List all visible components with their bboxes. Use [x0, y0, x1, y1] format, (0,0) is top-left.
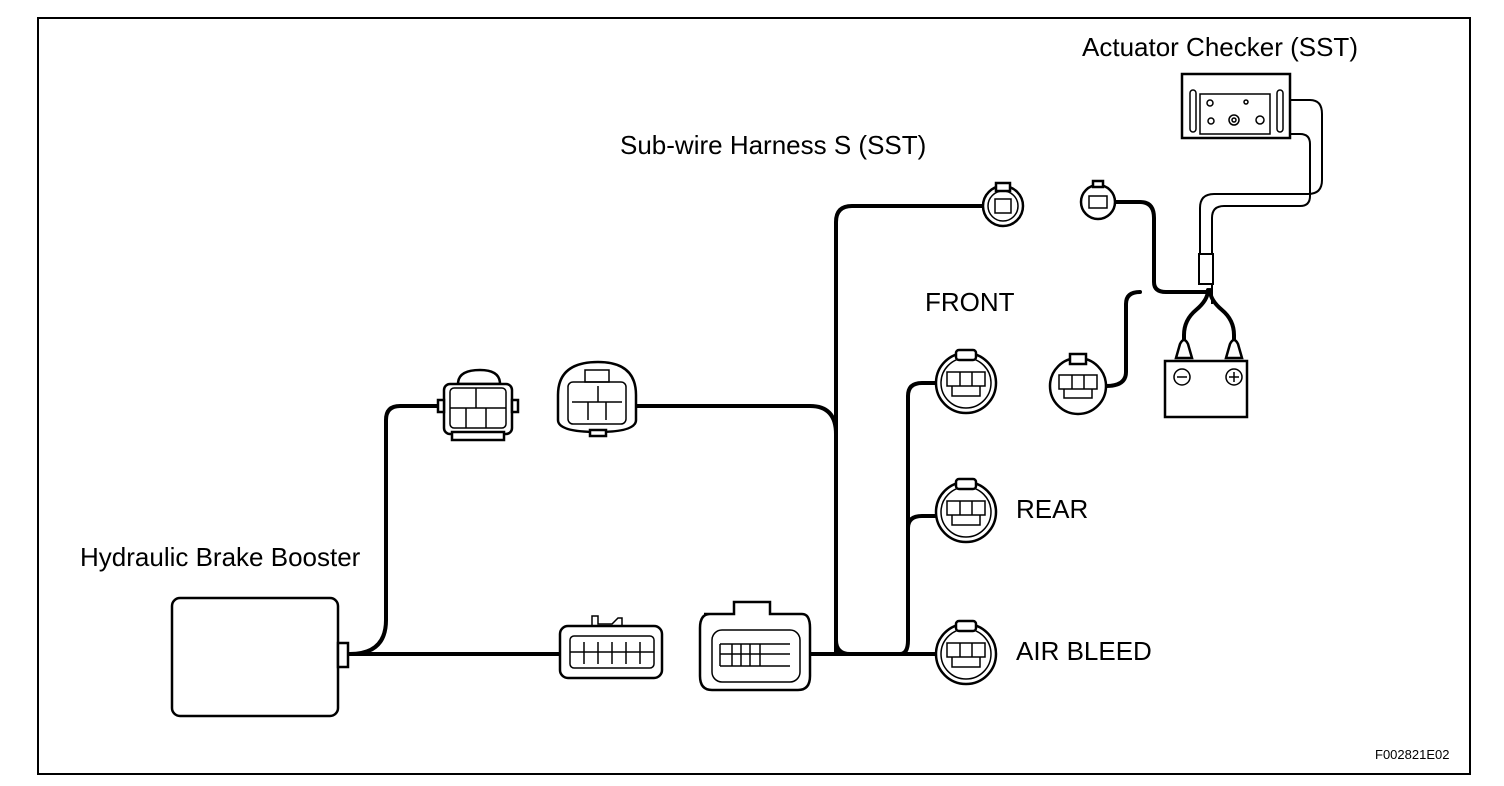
dial-center-icon: [1231, 117, 1237, 123]
actuator-checker-panel: [1199, 93, 1271, 135]
wire-small-connector-to-junction: [1112, 200, 1210, 294]
actuator-checker-handle-left: [1189, 89, 1197, 133]
battery: [1163, 338, 1249, 419]
battery-clamp-positive: [1224, 338, 1244, 360]
dial-icon: [1228, 114, 1240, 126]
indicator-light-icon: [1206, 99, 1214, 107]
wire-battery-positive: [1208, 288, 1236, 347]
connector-booster-lower-male: [558, 615, 664, 680]
connector-air-bleed: [934, 619, 998, 686]
connector-checker-side: [1048, 352, 1108, 416]
actuator-checker-handle-right: [1276, 89, 1284, 133]
hydraulic-brake-booster-label: Hydraulic Brake Booster: [80, 542, 361, 572]
wires: [348, 200, 1236, 656]
wire-bus-front: [898, 381, 938, 656]
brake-booster-body: [170, 596, 340, 718]
connector-sub-harness-male: [1079, 179, 1117, 221]
connector-front: [934, 348, 998, 415]
hydraulic-brake-booster: [170, 596, 350, 718]
battery-positive-terminal-icon: [1225, 368, 1243, 386]
switch-icon: [1207, 117, 1215, 125]
connector-booster-upper-female: [556, 360, 638, 438]
rear-label: REAR: [1016, 494, 1088, 524]
connector-rear: [934, 477, 998, 544]
air-bleed-label: AIR BLEED: [1016, 636, 1152, 666]
battery-clamp-negative: [1174, 338, 1194, 360]
wire-checker-connector-to-junction: [1104, 290, 1142, 388]
figure-code: F002821E02: [1375, 747, 1449, 762]
front-label: FRONT: [925, 287, 1015, 317]
diagram-frame: [37, 17, 1471, 775]
switch-icon: [1255, 115, 1265, 125]
actuator-checker: [1180, 72, 1292, 140]
connector-booster-upper-male: [436, 368, 520, 442]
indicator-light-icon: [1243, 99, 1249, 105]
connector-sub-harness-female: [981, 181, 1025, 228]
battery-negative-terminal-icon: [1173, 368, 1191, 386]
wire-booster-to-upper-connector: [348, 404, 442, 656]
wire-battery-negative: [1182, 288, 1210, 347]
sub-wire-harness-label: Sub-wire Harness S (SST): [620, 130, 926, 160]
actuator-checker-label: Actuator Checker (SST): [1082, 32, 1358, 62]
actuator-checker-body: [1180, 72, 1292, 140]
wire-bus-rear: [906, 514, 938, 530]
connector-booster-lower-female: [698, 600, 812, 692]
actuator-checker-cable: [1198, 99, 1323, 304]
brake-booster-port: [336, 641, 350, 669]
wire-to-sub-harness-connector: [834, 204, 984, 656]
